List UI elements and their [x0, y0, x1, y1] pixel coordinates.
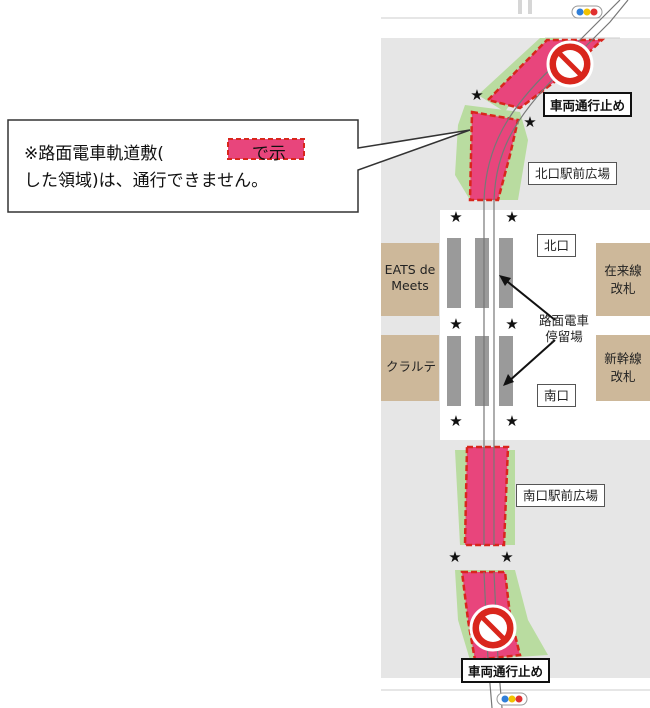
no-vehicle-label-bottom: 車両通行止め: [461, 658, 551, 683]
star-markers: ★ ★ ★ ★ ★ ★ ★ ★ ★ ★: [448, 86, 536, 566]
notice-line1-prefix: ※路面電車軌道敷(: [24, 144, 164, 164]
building-kuralute: [381, 335, 439, 401]
legend-swatch-track-zone: [227, 138, 305, 160]
notice-callout: [7, 119, 471, 213]
shinkansen-gate-label: 新幹線 改札: [604, 351, 642, 384]
svg-text:★: ★: [449, 412, 462, 430]
svg-text:★: ★: [505, 315, 518, 333]
south-plaza-label: 南口駅前広場: [516, 484, 606, 507]
notice-line1-suffix: で示: [251, 144, 286, 164]
eats-label: EATS de Meets: [384, 262, 436, 293]
traffic-signal-bottom: [496, 692, 528, 706]
svg-text:★: ★: [523, 113, 536, 131]
tram-stop-arrows: [502, 277, 556, 383]
no-vehicle-label-top: 車両通行止め: [543, 92, 633, 117]
arrow-head-down: [503, 374, 514, 386]
zairai-gate-label: 在来線 改札: [604, 263, 642, 296]
svg-text:★: ★: [505, 208, 518, 226]
north-exit-label: 北口: [537, 234, 577, 257]
north-plaza-label: 北口駅前広場: [528, 162, 618, 185]
building-shinkansen-gate: [596, 335, 650, 401]
traffic-signal-top: [571, 5, 603, 19]
south-exit-label: 南口: [537, 384, 577, 407]
svg-text:★: ★: [449, 315, 462, 333]
svg-text:★: ★: [505, 412, 518, 430]
crosswalk-top: [518, 0, 532, 14]
svg-text:★: ★: [470, 86, 483, 104]
svg-text:★: ★: [500, 548, 513, 566]
svg-text:★: ★: [448, 548, 461, 566]
kuralute-label: クラルテ: [385, 359, 436, 374]
top-road: [381, 0, 650, 38]
no-entry-sign-bottom: [469, 604, 517, 652]
notice-line2: した領域)は、通行できません。: [24, 171, 269, 191]
no-entry-sign-top: [546, 40, 594, 88]
svg-text:★: ★: [449, 208, 462, 226]
building-eats: [381, 243, 439, 316]
building-zairai-gate: [596, 243, 650, 316]
tram-platforms: [447, 238, 513, 406]
arrow-head-up: [499, 275, 511, 286]
notice-text: ※路面電車軌道敷( で示 した領域)は、通行できません。: [24, 141, 354, 195]
tram-stop-label: 路面電車 停留場: [538, 313, 589, 344]
